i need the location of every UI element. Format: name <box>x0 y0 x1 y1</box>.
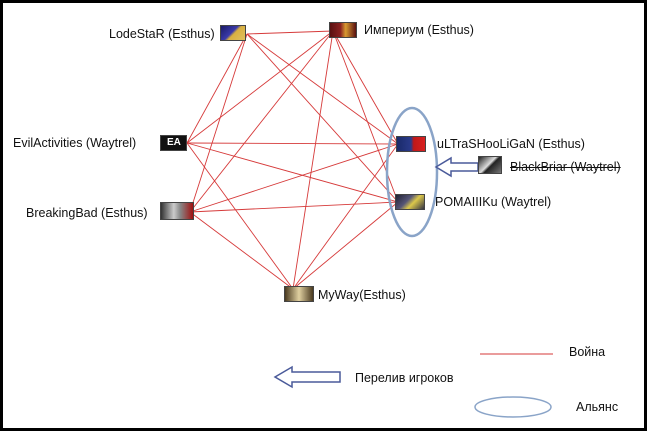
war-line-myway-ultra <box>292 143 399 290</box>
node-label-evilactivities: EvilActivities (Waytrel) <box>13 136 137 150</box>
node-label-lodestar: LodeStaR (Esthus) <box>109 27 215 41</box>
legend-alliance-label: Альянс <box>576 400 619 414</box>
war-line-lodestar-breaking <box>189 33 248 213</box>
diagram-area <box>3 3 644 428</box>
war-line-lodestar-roma <box>246 33 399 203</box>
node-label-roma: POMAIIIKu (Waytrel) <box>435 195 552 209</box>
myway-emblem-icon <box>284 286 314 302</box>
war-line-breaking-ultra <box>189 143 399 213</box>
breakingbad-emblem-icon <box>160 202 194 220</box>
war-line-evil-roma <box>186 142 399 203</box>
legend-war-label: Война <box>569 345 606 359</box>
node-label-imperium: Империум (Esthus) <box>364 23 474 37</box>
node-label-myway: MyWay(Esthus) <box>318 288 406 302</box>
ultra-emblem-icon <box>396 136 426 152</box>
war-line-lodestar-imperium <box>246 30 334 35</box>
war-line-myway-roma <box>292 201 399 290</box>
war-lines-group <box>186 30 399 290</box>
node-label-blackbriar: BlackBriar (Waytrel) <box>510 160 621 174</box>
war-line-imperium-myway <box>292 30 334 290</box>
war-line-breaking-roma <box>189 201 399 213</box>
lodestar-emblem-icon <box>220 25 246 41</box>
war-line-breaking-myway <box>189 211 294 290</box>
war-line-imperium-evil <box>186 30 334 144</box>
war-line-evil-ultra <box>186 142 399 145</box>
roma-emblem-icon <box>395 194 425 210</box>
node-label-ultrashooligan: uLTraSHooLiGaN (Esthus) <box>437 137 585 151</box>
player-transfer-arrow <box>434 156 479 178</box>
blackbriar-emblem-icon <box>478 156 502 174</box>
war-line-evil-myway <box>186 142 294 290</box>
war-line-lodestar-evil <box>186 33 248 144</box>
imperium-emblem-icon <box>329 22 357 38</box>
ea-emblem-icon: EA <box>160 135 187 151</box>
alliance-ellipse <box>385 106 439 238</box>
legend-transfer-arrow <box>273 365 341 389</box>
legend-alliance-ellipse <box>474 396 552 418</box>
war-line-imperium-breaking <box>189 30 334 213</box>
legend-transfer-label: Перелив игроков <box>355 371 454 385</box>
node-label-breakingbad: BreakingBad (Esthus) <box>26 206 148 220</box>
war-line-imperium-ultra <box>332 30 399 145</box>
war-line-lodestar-ultra <box>246 33 399 145</box>
